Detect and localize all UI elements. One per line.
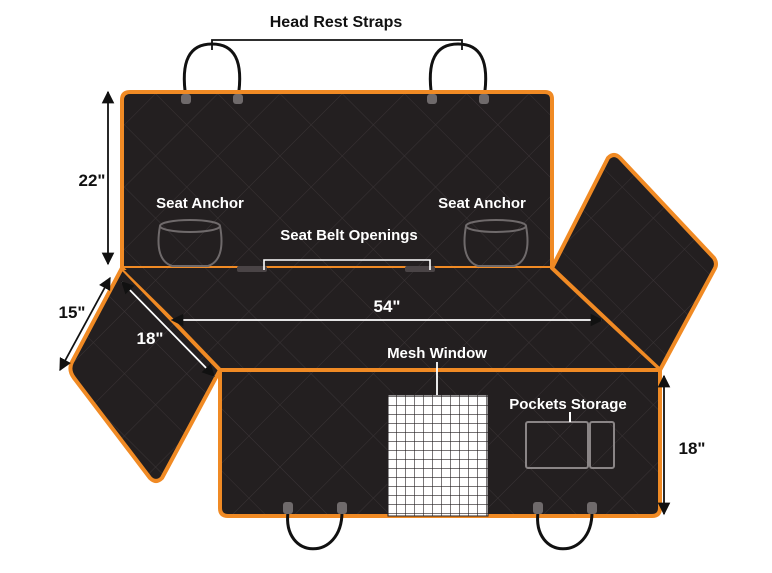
dim-arrow-side-outer <box>59 276 111 372</box>
dimension-width: 54" <box>374 297 401 316</box>
seat-belt-openings-label: Seat Belt Openings <box>280 227 418 244</box>
seat-anchor-right-label: Seat Anchor <box>438 195 526 212</box>
pockets-storage-label: Pockets Storage <box>509 396 627 413</box>
head-rest-straps <box>182 42 488 99</box>
dimension-side-inner: 18" <box>137 329 164 348</box>
mesh-window <box>387 394 489 517</box>
head-rest-bracket <box>211 39 463 50</box>
strap-loop-icon <box>428 42 488 99</box>
strap-loop-icon <box>182 42 242 99</box>
seat-anchor-icon <box>463 219 529 267</box>
front-straps <box>283 502 597 551</box>
pocket-icon <box>525 412 615 469</box>
strap-loop-icon <box>286 511 344 551</box>
dimension-height: 22" <box>79 171 106 190</box>
strap-loop-icon <box>536 511 594 551</box>
seat-belt-openings <box>237 259 435 272</box>
head-rest-straps-label: Head Rest Straps <box>270 14 403 31</box>
right-side-flap <box>550 153 718 372</box>
dimension-front: 18" <box>679 439 706 458</box>
seat-anchor-left-label: Seat Anchor <box>156 195 244 212</box>
strap-clips <box>181 94 489 104</box>
seat-anchor-icon <box>157 219 223 267</box>
dimension-side-outer: 15" <box>59 303 86 322</box>
mesh-window-label: Mesh Window <box>387 345 487 362</box>
dim-arrow-side-inner <box>121 281 215 377</box>
